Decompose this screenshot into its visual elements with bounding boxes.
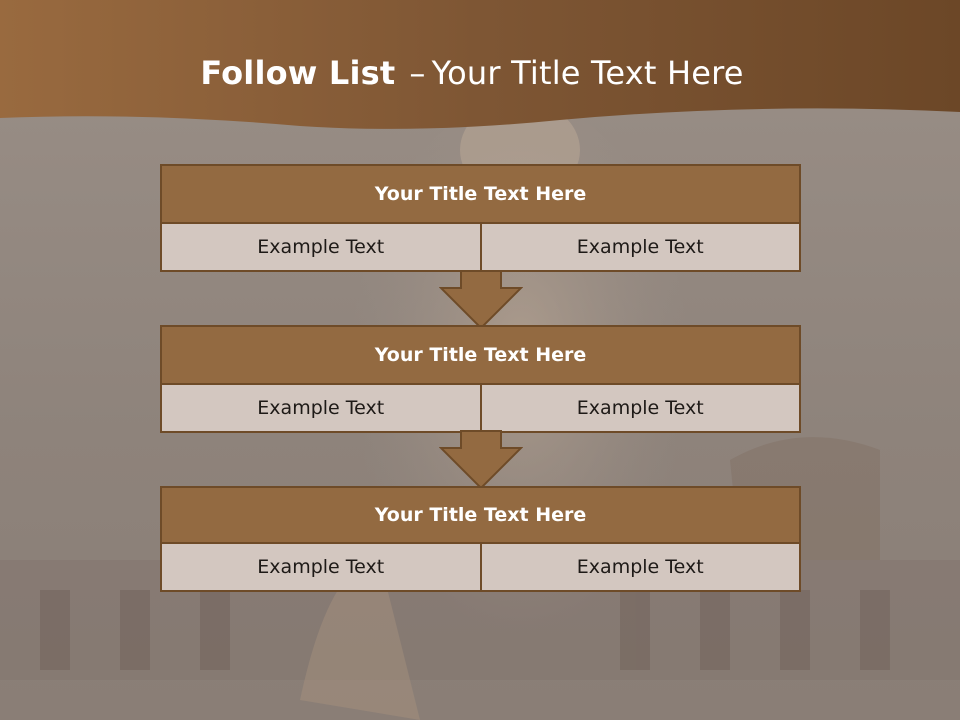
- list-block-3: Your Title Text Here Example Text Exampl…: [160, 486, 801, 592]
- block-1-cell-left: Example Text: [160, 222, 482, 272]
- header-band: [0, 0, 960, 129]
- slide-title-sub: Your Title Text Here: [431, 54, 744, 92]
- slide-title-dash: –: [409, 54, 426, 92]
- block-2-row: Example Text Example Text: [160, 383, 801, 433]
- block-3-row: Example Text Example Text: [160, 542, 801, 592]
- down-arrow-icon: [439, 430, 523, 490]
- block-2-title: Your Title Text Here: [160, 325, 801, 385]
- block-1-cell-right: Example Text: [481, 222, 801, 272]
- list-block-2: Your Title Text Here Example Text Exampl…: [160, 325, 801, 433]
- block-3-cell-right: Example Text: [481, 542, 801, 592]
- list-block-1: Your Title Text Here Example Text Exampl…: [160, 164, 801, 272]
- block-1-row: Example Text Example Text: [160, 222, 801, 272]
- block-3-cell-left: Example Text: [160, 542, 482, 592]
- block-3-title: Your Title Text Here: [160, 486, 801, 544]
- slide-title: Follow List–Your Title Text Here: [0, 54, 944, 92]
- block-1-title: Your Title Text Here: [160, 164, 801, 224]
- down-arrow-icon: [439, 270, 523, 330]
- block-2-cell-right: Example Text: [481, 383, 801, 433]
- block-2-cell-left: Example Text: [160, 383, 482, 433]
- slide-title-main: Follow List: [200, 54, 396, 92]
